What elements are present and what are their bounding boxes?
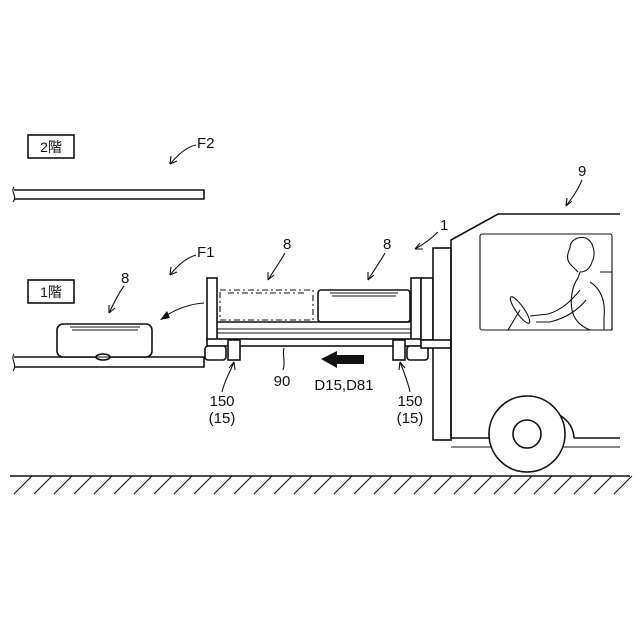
ground-hatch-line bbox=[54, 476, 72, 494]
cargo-right-leader bbox=[368, 253, 385, 280]
ground-hatch-line bbox=[74, 476, 92, 494]
ground-hatch-line bbox=[154, 476, 172, 494]
floor1-ref-label: F1 bbox=[197, 244, 215, 261]
transfer-unit bbox=[205, 278, 428, 360]
floor2-label-text: 2階 bbox=[40, 139, 62, 155]
fork-leader bbox=[415, 232, 438, 249]
ground-hatch-line bbox=[274, 476, 292, 494]
cargo-right-ref: 8 bbox=[383, 236, 391, 253]
transfer-arrow bbox=[160, 303, 204, 320]
left-arrow-icon bbox=[321, 351, 364, 368]
ground-hatch-line bbox=[454, 476, 472, 494]
roller-left-leader bbox=[222, 362, 235, 392]
ground-hatch-line bbox=[94, 476, 112, 494]
ground-hatch-line bbox=[514, 476, 532, 494]
plate-leader bbox=[283, 348, 284, 370]
floor1-leader bbox=[170, 255, 196, 275]
fork-mast bbox=[421, 248, 451, 440]
ground-hatch-line bbox=[494, 476, 512, 494]
ground-hatch-line bbox=[334, 476, 352, 494]
ground-hatch-line bbox=[234, 476, 252, 494]
ground-hatch-line bbox=[354, 476, 372, 494]
roller-left-ref: 150 bbox=[209, 393, 234, 410]
truck-wheel bbox=[489, 396, 565, 472]
truck-leader bbox=[566, 180, 582, 206]
ground-hatch-line bbox=[34, 476, 52, 494]
ground-hatch-line bbox=[594, 476, 612, 494]
ground-hatch-line bbox=[614, 476, 632, 494]
ground-hatch-line bbox=[474, 476, 492, 494]
floor2-leader bbox=[170, 145, 196, 164]
ground-hatch-line bbox=[134, 476, 152, 494]
cargo-floor-ref: 8 bbox=[121, 270, 129, 287]
fork-ref: 1 bbox=[440, 217, 448, 234]
hatched-ground-icon bbox=[10, 476, 632, 494]
floor2-ref-label: F2 bbox=[197, 135, 215, 152]
cargo-ghost-ref: 8 bbox=[283, 236, 291, 253]
roller-right-sub: (15) bbox=[397, 410, 424, 427]
ground-hatch-line bbox=[214, 476, 232, 494]
ground-hatch-line bbox=[314, 476, 332, 494]
roller-right-leader bbox=[399, 362, 410, 392]
ground-hatch-line bbox=[414, 476, 432, 494]
floor1-label-box: 1階 bbox=[28, 280, 74, 303]
floor2-label-box: 2階 bbox=[28, 135, 74, 158]
ground-hatch-line bbox=[434, 476, 452, 494]
cargo-floor-leader bbox=[109, 286, 124, 313]
cargo-on-floor bbox=[57, 324, 152, 360]
plate-ref: 90 bbox=[274, 373, 291, 390]
ground-hatch-line bbox=[534, 476, 552, 494]
ground-hatch-line bbox=[554, 476, 572, 494]
ground-hatch-line bbox=[254, 476, 272, 494]
ground-hatch-line bbox=[114, 476, 132, 494]
floor1-label-text: 1階 bbox=[40, 284, 62, 300]
second-floor-slab bbox=[13, 187, 204, 202]
ground-hatch-line bbox=[194, 476, 212, 494]
ground-hatch-line bbox=[394, 476, 412, 494]
ground-hatch-line bbox=[294, 476, 312, 494]
ground-hatch-line bbox=[574, 476, 592, 494]
ground-hatch-line bbox=[14, 476, 32, 494]
roller-left-sub: (15) bbox=[209, 410, 236, 427]
ground-hatch-line bbox=[374, 476, 392, 494]
truck-ref: 9 bbox=[578, 163, 586, 180]
driver-figure bbox=[508, 237, 612, 330]
arrow-ref: D15,D81 bbox=[314, 377, 373, 394]
roller-right-ref: 150 bbox=[397, 393, 422, 410]
cargo-ghost-leader bbox=[268, 253, 285, 280]
ground-hatch-line bbox=[174, 476, 192, 494]
